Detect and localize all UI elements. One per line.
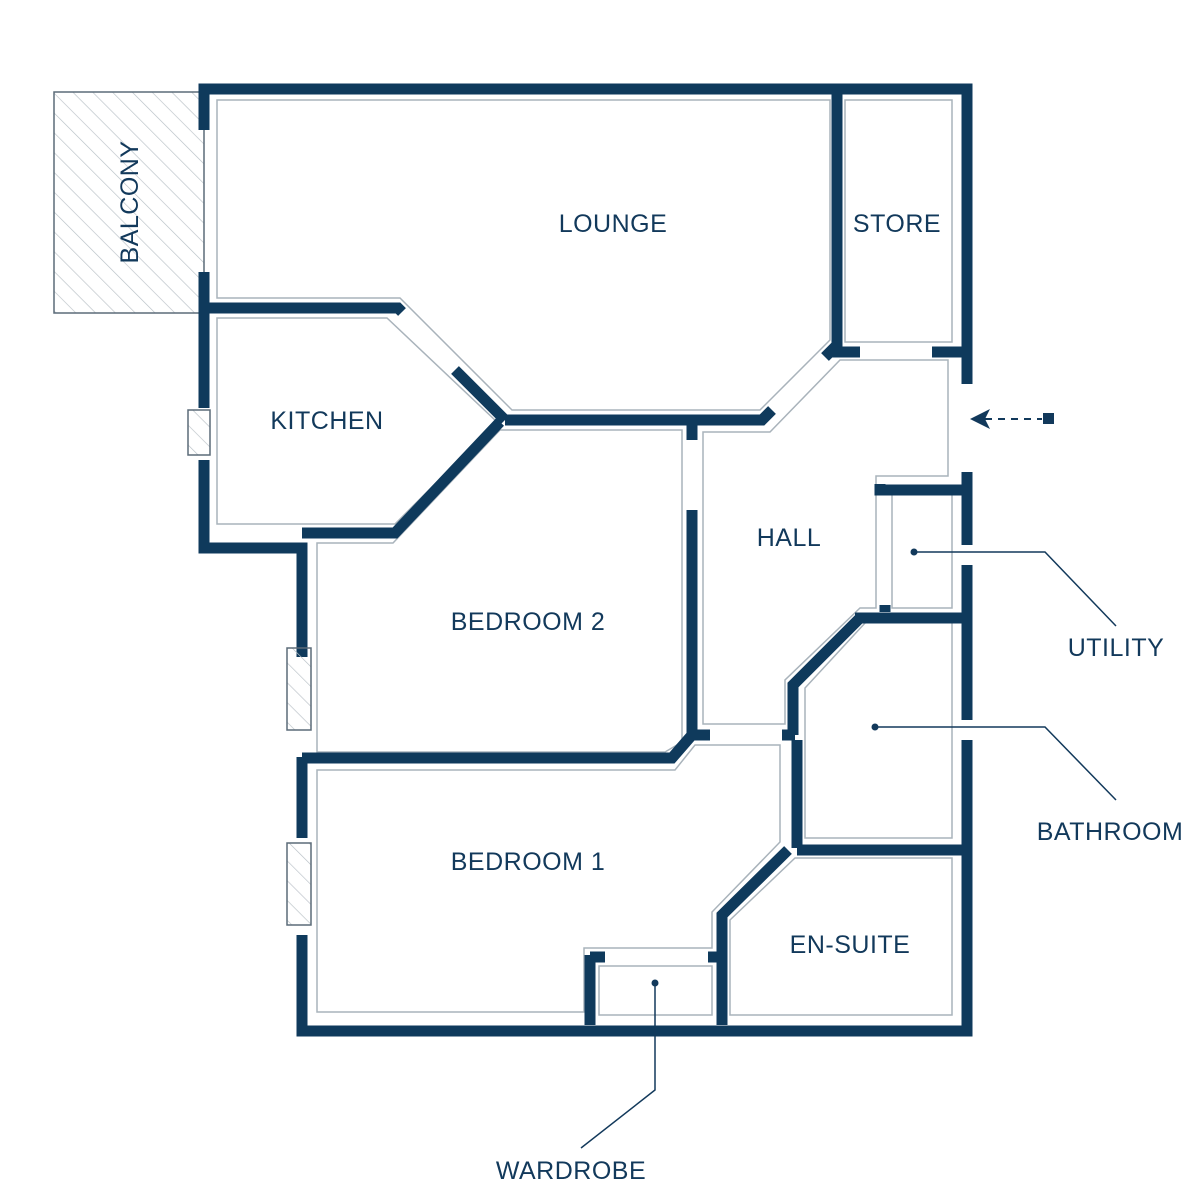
window-bedroom2 <box>286 647 312 731</box>
balcony-area <box>53 91 205 314</box>
bedroom1-label: BEDROOM 1 <box>451 848 606 876</box>
ensuite-label: EN-SUITE <box>790 931 911 959</box>
leader-lines <box>580 551 1117 1149</box>
walls <box>198 83 973 1037</box>
utility-pointer-dot <box>910 548 918 556</box>
hall-label: HALL <box>757 524 822 552</box>
balcony-label: BALCONY <box>116 141 144 264</box>
wardrobe-label: WARDROBE <box>496 1157 646 1185</box>
kitchen-label: KITCHEN <box>270 407 383 435</box>
wardrobe-pointer-dot <box>651 979 659 987</box>
bathroom-label: BATHROOM <box>1037 818 1184 846</box>
bathroom-pointer-dot <box>871 723 879 731</box>
lounge-label: LOUNGE <box>559 210 668 238</box>
window-kitchen <box>187 409 211 456</box>
utility-label: UTILITY <box>1068 634 1165 662</box>
window-bedroom1 <box>286 842 312 926</box>
inner-outlines <box>216 99 953 1016</box>
entrance-arrow-icon <box>970 409 1054 429</box>
store-label: STORE <box>853 210 941 238</box>
bedroom2-label: BEDROOM 2 <box>451 608 606 636</box>
